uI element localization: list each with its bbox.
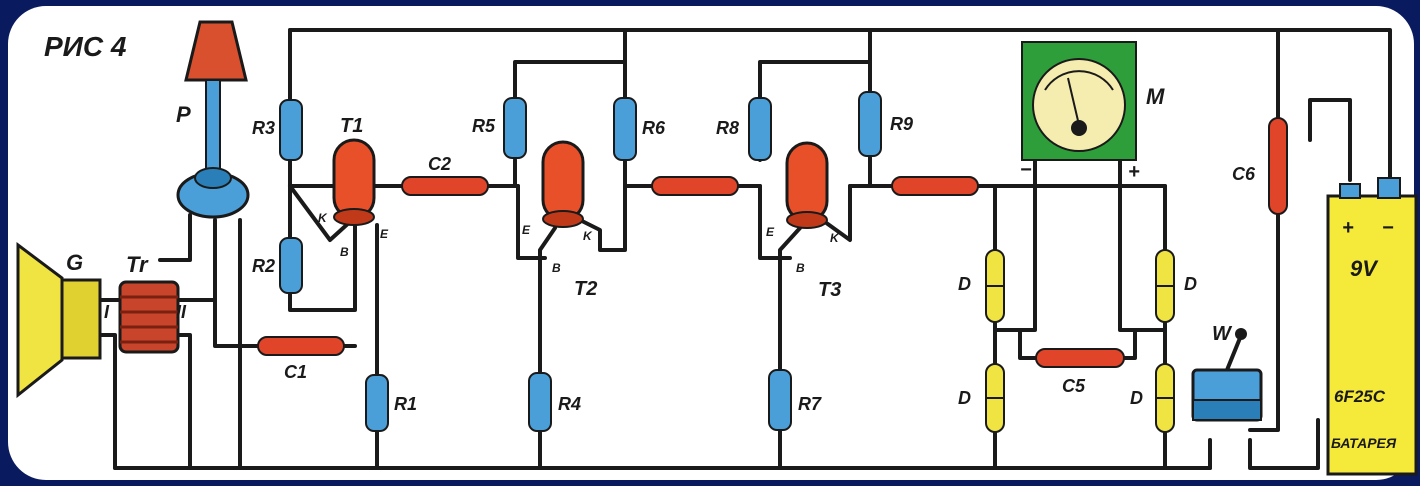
resistor-r9-label: R9 <box>890 114 913 134</box>
resistor-r4-label: R4 <box>558 394 581 414</box>
diodes: D D D D <box>958 249 1197 433</box>
capacitor-c2: C2 <box>401 154 489 196</box>
battery-name: БАТАРЕЯ <box>1331 435 1397 451</box>
t2-pin-e: E <box>522 223 531 237</box>
resistor-r6: R6 <box>613 97 666 161</box>
t1-pin-e: E <box>380 227 389 241</box>
resistor-r1-label: R1 <box>394 394 417 414</box>
transistor-t2-label: T2 <box>574 278 597 300</box>
switch: W <box>1191 323 1263 422</box>
t1-pin-b: B <box>340 245 349 259</box>
transistor-t1: T1 K B E <box>318 115 389 259</box>
resistor-r9: R9 <box>858 91 913 157</box>
capacitor-c4 <box>891 176 979 196</box>
resistor-r8-label: R8 <box>716 118 739 138</box>
t2-pin-k: K <box>583 229 593 243</box>
resistor-r4: R4 <box>528 372 581 432</box>
transistor-t2: T2 E B K <box>522 140 597 300</box>
diode-bottom-right-label: D <box>1130 388 1143 408</box>
transistor-t1-label: T1 <box>340 115 363 137</box>
diode-bottom-right: D <box>1130 363 1175 433</box>
capacitors: C2 C1 C5 C6 <box>257 117 1288 396</box>
meter: M − + <box>1020 41 1165 183</box>
t3-pin-e: E <box>766 225 775 239</box>
t3-pin-k: K <box>830 231 840 245</box>
diode-top-right: D <box>1155 249 1197 323</box>
meter-label: M <box>1146 84 1165 109</box>
transistor-t3-label: T3 <box>818 279 841 301</box>
battery-voltage: 9V <box>1350 256 1379 281</box>
resistor-r2-label: R2 <box>252 256 275 276</box>
capacitor-c2-label: C2 <box>428 154 451 174</box>
transformer-label: Tr <box>126 252 149 277</box>
resistor-r3-label: R3 <box>252 118 275 138</box>
speaker-label: G <box>66 250 83 275</box>
resistor-r3: R3 <box>252 99 303 161</box>
battery: + − 9V 6F25C БАТАРЕЯ <box>1326 177 1418 476</box>
diode-top-left-label: D <box>958 274 971 294</box>
potentiometer: P <box>176 20 250 219</box>
capacitor-c5: C5 <box>1035 348 1125 396</box>
t2-pin-b: B <box>552 261 561 275</box>
diode-bottom-left-label: D <box>958 388 971 408</box>
resistors: R3 R2 R1 R5 R6 R4 R8 R9 R7 <box>252 91 913 432</box>
capacitor-c1: C1 <box>257 336 345 382</box>
resistor-r7: R7 <box>768 369 822 431</box>
meter-plus: + <box>1128 161 1140 183</box>
t3-pin-b: B <box>796 261 805 275</box>
winding-2-label: II <box>176 302 187 322</box>
switch-label: W <box>1212 323 1233 345</box>
battery-plus: + <box>1342 217 1354 239</box>
capacitor-c6-label: C6 <box>1232 164 1256 184</box>
meter-minus: − <box>1020 159 1032 181</box>
wiring <box>96 28 1392 470</box>
resistor-r2: R2 <box>252 237 303 294</box>
transistor-t3: T3 E B K <box>766 141 841 301</box>
capacitor-c5-label: C5 <box>1062 376 1086 396</box>
resistor-r5: R5 <box>472 97 527 159</box>
capacitor-c3 <box>651 176 739 196</box>
speaker: G <box>16 242 102 399</box>
resistor-r1: R1 <box>365 374 417 432</box>
capacitor-c1-label: C1 <box>284 362 307 382</box>
diode-top-left: D <box>958 249 1005 323</box>
battery-minus: − <box>1382 217 1394 239</box>
resistor-r8: R8 <box>716 97 772 161</box>
diode-bottom-left: D <box>958 363 1005 433</box>
figure-label: РИС 4 <box>44 31 127 62</box>
potentiometer-label: P <box>176 102 191 127</box>
winding-1-label: I <box>104 302 110 322</box>
transformer: Tr I II <box>104 252 187 354</box>
capacitor-c6: C6 <box>1232 117 1288 215</box>
battery-model: 6F25C <box>1334 387 1386 406</box>
t1-pin-k: K <box>318 211 328 225</box>
resistor-r6-label: R6 <box>642 118 666 138</box>
diode-top-right-label: D <box>1184 274 1197 294</box>
resistor-r5-label: R5 <box>472 116 496 136</box>
resistor-r7-label: R7 <box>798 394 822 414</box>
